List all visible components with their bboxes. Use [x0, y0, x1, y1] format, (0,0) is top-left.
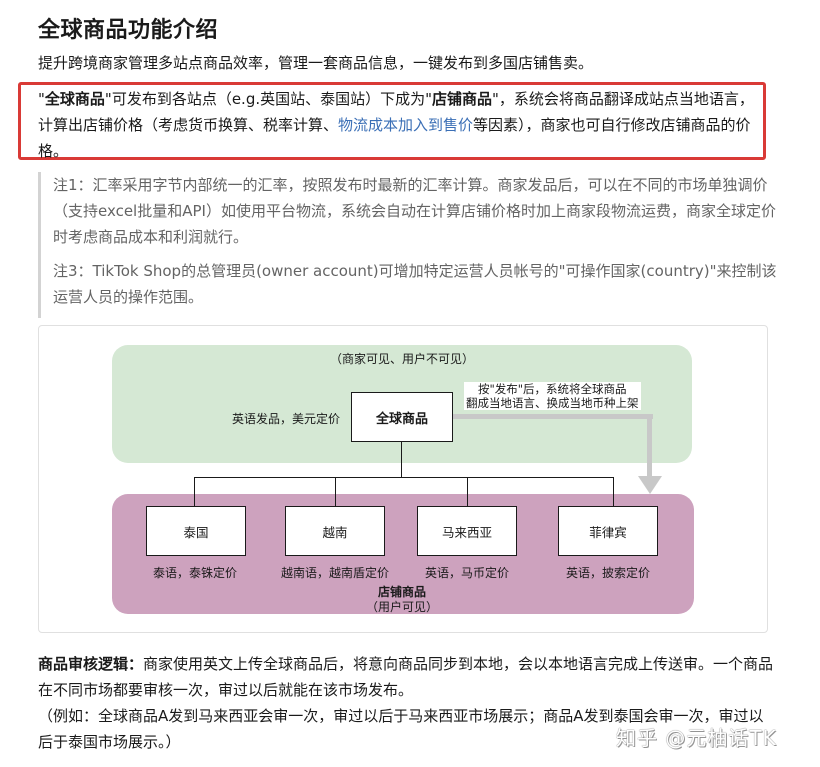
review-logic-paragraph: 商品审核逻辑：商家使用英文上传全球商品后，将意向商品同步到本地，会以本地语言完成…: [38, 651, 778, 755]
note-1: 注1：汇率采用字节内部统一的汇率，按照发布时最新的汇率计算。商家发品后，可以在不…: [53, 176, 776, 246]
publish-arrow-horizontal: [453, 414, 653, 419]
merchant-visible-caption: （商家可见、用户不可见）: [329, 352, 474, 366]
highlight-box: [18, 82, 766, 160]
connector-thailand: [194, 477, 195, 507]
highlight-part-2: "，系统会将商品翻译成站点当地语言，计算出店铺价格（考虑货币换算、税率计算、: [38, 90, 754, 134]
notes-blockquote: 注1：汇率采用字节内部统一的汇率，按照发布时最新的汇率计算。商家发品后，可以在不…: [38, 172, 778, 318]
review-example: （例如：全球商品A发到马来西亚会审一次，审过以后于马来西亚市场展示；商品A发到泰…: [38, 707, 764, 751]
note-3: 注3：TikTok Shop的总管理员(owner account)可增加特定运…: [53, 262, 777, 306]
connector-bar: [194, 477, 614, 478]
store-goods-title: 店铺商品: [377, 585, 426, 599]
connector-philippines: [613, 477, 614, 507]
logistics-cost-link[interactable]: 物流成本加入到售价: [338, 116, 474, 134]
publish-arrow-vertical: [647, 414, 652, 478]
connector-trunk: [401, 442, 402, 477]
article-title: 全球商品功能介绍: [38, 18, 219, 43]
country-box-philippines: 菲律宾: [558, 506, 658, 556]
connector-vietnam: [335, 477, 336, 507]
review-label: 商品审核逻辑：: [38, 655, 144, 673]
caption-vietnam: 越南语，越南盾定价: [280, 566, 389, 580]
bold-global-goods: 全球商品: [44, 90, 105, 108]
intro-paragraph: 提升跨境商家管理多站点商品效率，管理一套商品信息，一键发布到多国店铺售卖。: [38, 54, 594, 72]
highlight-paragraph: "全球商品"可发布到各站点（e.g.英国站、泰国站）下成为"店铺商品"，系统会将…: [38, 86, 768, 164]
zhihu-watermark: 知乎 @元柚话TK: [616, 726, 777, 750]
country-box-thailand: 泰国: [146, 506, 246, 556]
global-goods-box: 全球商品: [351, 392, 453, 442]
country-box-vietnam: 越南: [285, 506, 385, 556]
global-goods-label: 英语发品，美元定价: [232, 412, 341, 426]
publish-note-line-1: 按"发布"后，系统将全球商品: [477, 382, 627, 396]
publish-note-line-2: 翻成当地语言、换成当地币种上架: [466, 396, 639, 410]
publish-note: 按"发布"后，系统将全球商品 翻成当地语言、换成当地币种上架: [464, 382, 641, 410]
connector-malaysia: [467, 477, 468, 507]
down-arrow-icon: [638, 476, 662, 494]
caption-malaysia: 英语，马币定价: [424, 566, 509, 580]
user-visible-caption: （用户可见）: [365, 600, 438, 614]
caption-thailand: 泰语，泰铢定价: [152, 566, 237, 580]
review-text: 商家使用英文上传全球商品后，将意向商品同步到本地，会以本地语言完成上传送审。一个…: [38, 655, 774, 699]
country-box-malaysia: 马来西亚: [417, 506, 517, 556]
quote-mark: ": [38, 90, 45, 108]
highlight-part-1: "可发布到各站点（e.g.英国站、泰国站）下成为": [104, 90, 433, 108]
caption-philippines: 英语，披索定价: [565, 566, 650, 580]
highlight-part-3: 等因素），商家也可自行修改店铺商品的价格。: [38, 116, 751, 160]
bold-store-goods: 店铺商品: [432, 90, 493, 108]
